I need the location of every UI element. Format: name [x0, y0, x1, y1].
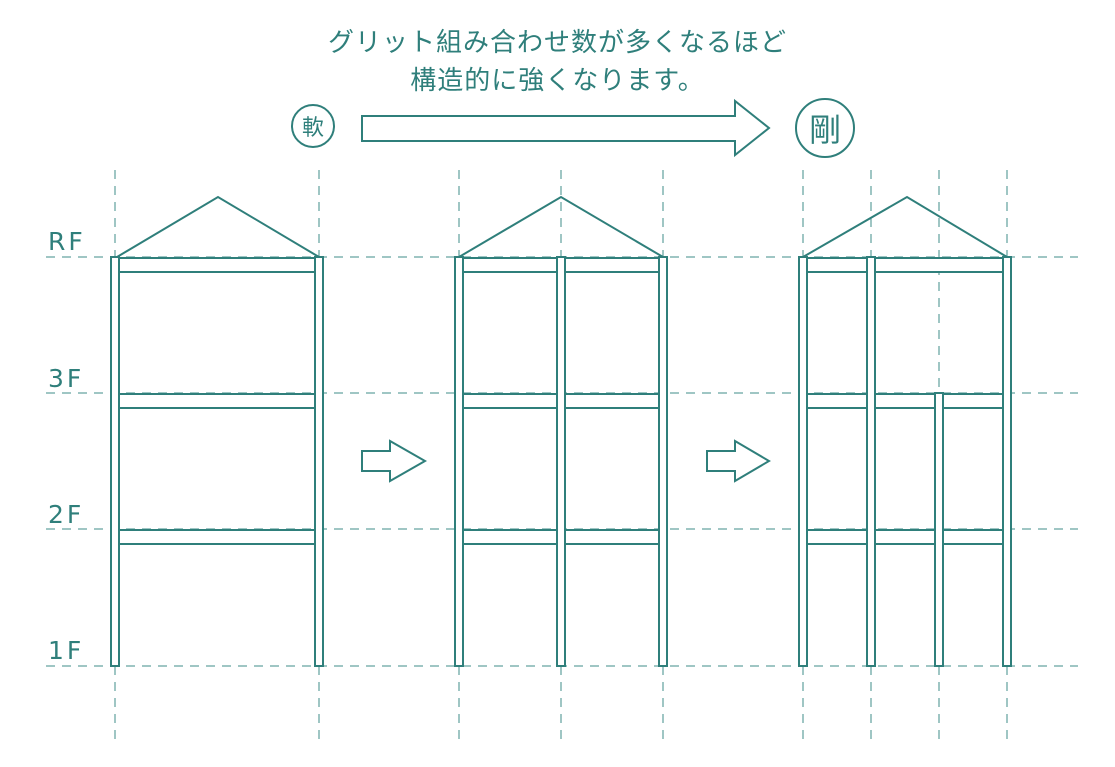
floor-label-3f: 3F [48, 364, 85, 393]
column-partial [935, 393, 943, 666]
column [799, 257, 807, 666]
beam-3f [807, 394, 1003, 408]
roof [803, 197, 1007, 257]
column [111, 257, 119, 666]
floor-label-rf: RF [48, 227, 86, 256]
beam-2f [807, 530, 1003, 544]
column [1003, 257, 1011, 666]
rigid-badge: 剛 [795, 98, 855, 158]
floor-label-1f: 1F [48, 636, 85, 665]
beam-2f [119, 530, 315, 544]
beam-rf [119, 258, 315, 272]
column [659, 257, 667, 666]
column [315, 257, 323, 666]
small-arrow-1 [362, 441, 425, 481]
building-3 [799, 197, 1011, 666]
small-arrow-2 [707, 441, 769, 481]
building-2 [455, 197, 667, 666]
roof [459, 197, 663, 257]
column [455, 257, 463, 666]
soft-label: 軟 [301, 116, 324, 141]
floor-label-2f: 2F [48, 500, 85, 529]
beam-3f [119, 394, 315, 408]
title-line-1: グリット組み合わせ数が多くなるほど [327, 28, 787, 58]
big-arrow [362, 101, 769, 155]
building-1 [111, 197, 323, 666]
column [867, 257, 875, 666]
beam-rf [807, 258, 1003, 272]
roof [117, 197, 319, 257]
title-line-2: 構造的に強くなります。 [410, 66, 705, 96]
column [557, 257, 565, 666]
rigid-label: 剛 [808, 111, 841, 149]
soft-badge: 軟 [291, 104, 335, 148]
